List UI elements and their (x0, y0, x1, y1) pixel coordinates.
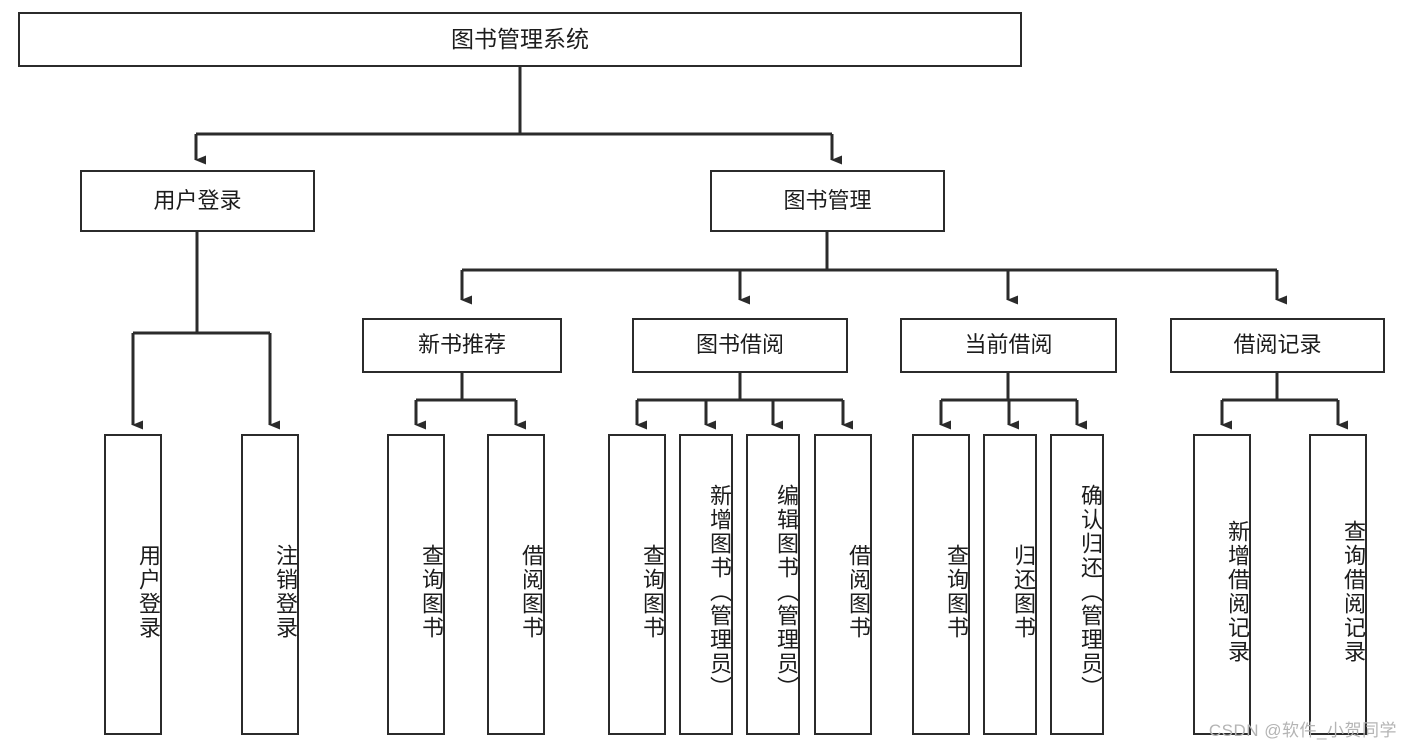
node-user-login[interactable]: 用户登录 (80, 170, 315, 232)
node-new-book-recommend-label: 新书推荐 (417, 332, 506, 358)
node-book-borrow-label: 图书借阅 (695, 332, 784, 358)
node-book-management-label: 图书管理 (783, 187, 872, 213)
leaf-query-borrow-record-label: 查询借阅记录 (1341, 519, 1366, 664)
leaf-query-book-current[interactable]: 查询图书 (912, 434, 970, 735)
leaf-query-book-current-label: 查询图书 (944, 543, 969, 640)
leaf-query-borrow-record[interactable]: 查询借阅记录 (1309, 434, 1367, 735)
node-borrow-record-label: 借阅记录 (1233, 332, 1322, 358)
node-user-login-label: 用户登录 (153, 187, 242, 213)
leaf-edit-book-admin-label: 编辑图书（管理员） (774, 483, 799, 700)
leaf-borrow-book-recommend-label: 借阅图书 (519, 543, 544, 640)
node-current-borrow-label: 当前借阅 (964, 332, 1053, 358)
leaf-add-borrow-record-label: 新增借阅记录 (1225, 519, 1250, 664)
leaf-query-book-recommend-label: 查询图书 (419, 543, 444, 640)
leaf-query-book-borrow[interactable]: 查询图书 (608, 434, 666, 735)
leaf-add-book-admin-label: 新增图书（管理员） (707, 483, 732, 700)
leaf-query-book-borrow-label: 查询图书 (640, 543, 665, 640)
leaf-edit-book-admin[interactable]: 编辑图书（管理员） (746, 434, 800, 735)
leaf-borrow-book-label: 借阅图书 (846, 543, 871, 640)
leaf-borrow-book-recommend[interactable]: 借阅图书 (487, 434, 545, 735)
node-current-borrow[interactable]: 当前借阅 (900, 318, 1117, 373)
node-borrow-record[interactable]: 借阅记录 (1170, 318, 1385, 373)
leaf-return-book[interactable]: 归还图书 (983, 434, 1037, 735)
leaf-user-login[interactable]: 用户登录 (104, 434, 162, 735)
watermark: CSDN @软件_小贺同学 (1208, 721, 1397, 740)
node-new-book-recommend[interactable]: 新书推荐 (362, 318, 562, 373)
leaf-confirm-return-admin-label: 确认归还（管理员） (1078, 483, 1103, 700)
leaf-confirm-return-admin[interactable]: 确认归还（管理员） (1050, 434, 1104, 735)
node-root[interactable]: 图书管理系统 (18, 12, 1022, 67)
node-book-management[interactable]: 图书管理 (710, 170, 945, 232)
node-book-borrow[interactable]: 图书借阅 (632, 318, 848, 373)
node-root-label: 图书管理系统 (451, 25, 589, 52)
leaf-logout-label: 注销登录 (273, 543, 298, 640)
leaf-logout[interactable]: 注销登录 (241, 434, 299, 735)
leaf-return-book-label: 归还图书 (1011, 543, 1036, 640)
leaf-user-login-label: 用户登录 (136, 543, 161, 640)
leaf-borrow-book[interactable]: 借阅图书 (814, 434, 872, 735)
leaf-add-book-admin[interactable]: 新增图书（管理员） (679, 434, 733, 735)
leaf-query-book-recommend[interactable]: 查询图书 (387, 434, 445, 735)
leaf-add-borrow-record[interactable]: 新增借阅记录 (1193, 434, 1251, 735)
